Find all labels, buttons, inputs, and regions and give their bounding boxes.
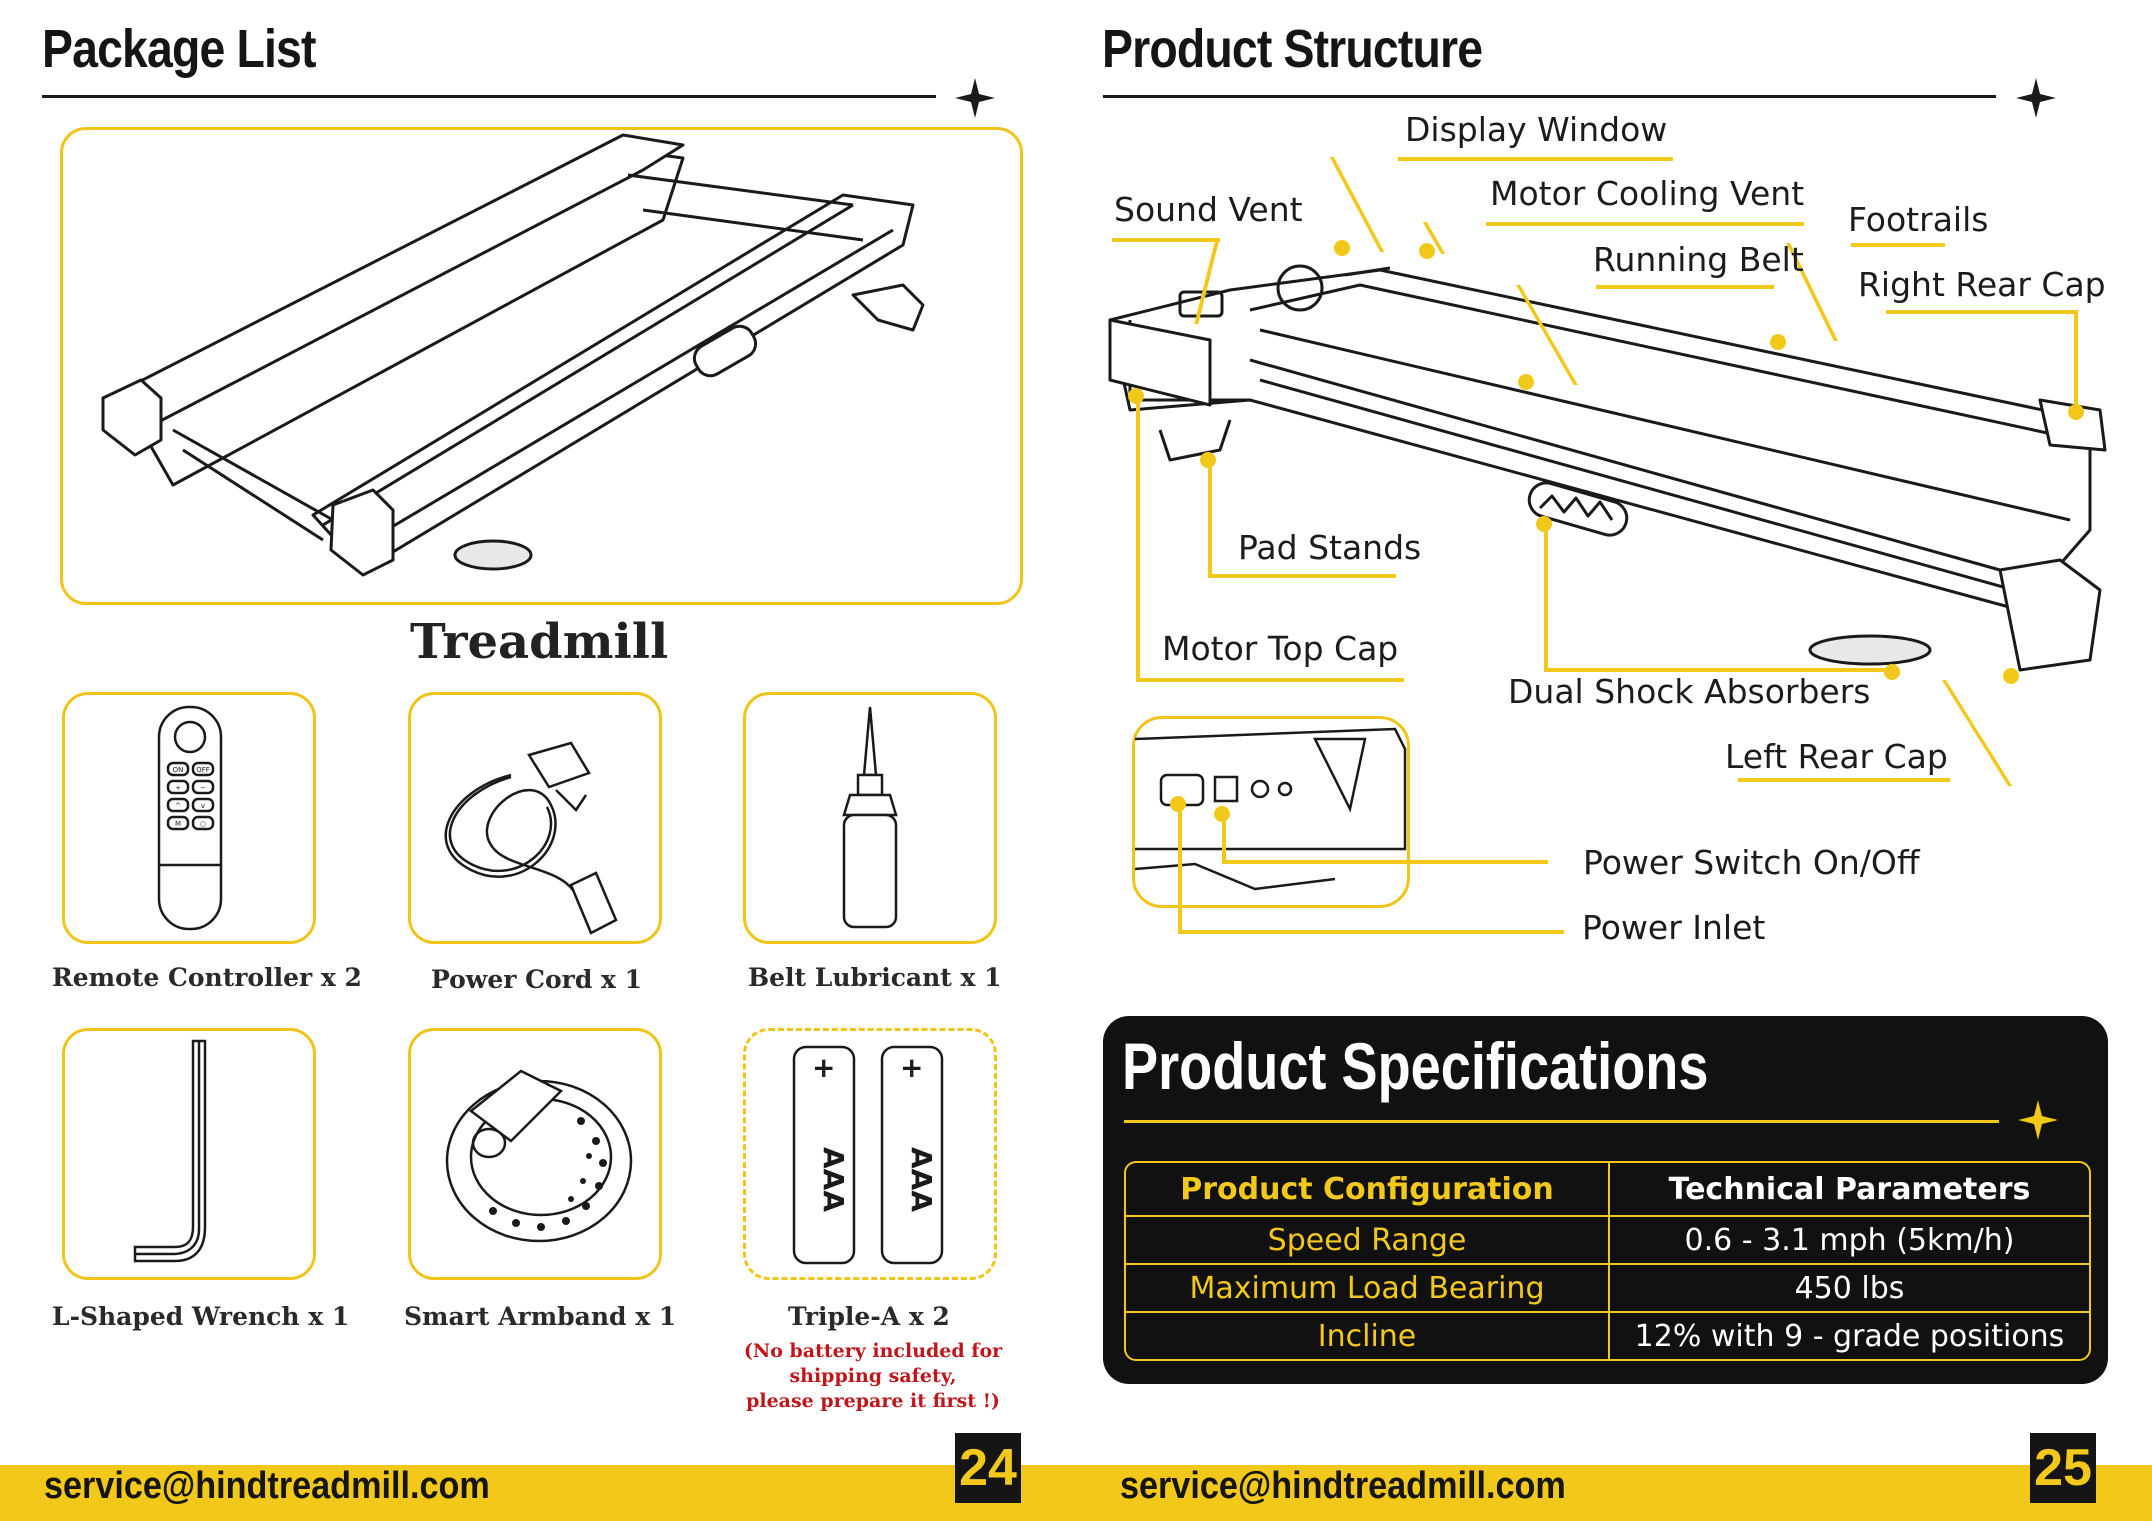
page-number-right: 25 [2030,1433,2096,1503]
remote-btn-label: ○ [200,820,206,828]
spec-title: Product Specifications [1122,1029,1709,1103]
wrench-frame [62,1028,316,1280]
callout-dot [1536,516,1552,532]
aaa-battery-icon: + + AAA AAA [792,1045,944,1265]
treadmill-label: Treadmill [410,614,669,670]
callout-dot [1200,452,1216,468]
callout-dot [1214,806,1230,822]
battery-text: AAA [817,1147,850,1212]
item-label: Smart Armband x 1 [404,1302,677,1331]
remote-btn-label: OFF [196,766,210,774]
spec-header-params: Technical Parameters [1610,1163,2089,1217]
belt-lubricant-frame [743,692,997,944]
remote-btn-label: − [200,784,206,792]
spec-panel [1103,1016,2108,1384]
remote-btn-label: ^ [175,802,181,810]
page-number-left: 24 [955,1433,1021,1503]
power-panel-icon [1134,727,1407,891]
product-structure-heading: Product Structure [1102,19,1483,79]
heading-rule [42,95,936,98]
callout-dot [1518,374,1534,390]
callout-power-switch: Power Switch On/Off [1583,843,1920,882]
item-label: Power Cord x 1 [431,965,643,994]
callout-left-rear-cap: Left Rear Cap [1725,737,1948,776]
callout-dot [2003,668,2019,684]
callout-sound-vent: Sound Vent [1114,190,1303,229]
armband-frame [408,1028,662,1280]
item-label: L-Shaped Wrench x 1 [52,1302,350,1331]
spec-header-config: Product Configuration [1126,1163,1610,1217]
email-link-left[interactable]: service@hindtreadmill.com [44,1465,490,1507]
footer-bar [0,1465,2152,1521]
sparkle-star-icon [2016,78,2056,118]
item-label: Remote Controller x 2 [52,963,362,992]
callout-power-inlet: Power Inlet [1582,908,1766,947]
spec-value: 12% with 9 - grade positions [1634,1318,2065,1354]
callout-pad-stands: Pad Stands [1238,528,1422,567]
callout-footrails: Footrails [1848,200,1989,239]
remote-btn-label: v [201,802,205,810]
callout-dual-shock-absorbers: Dual Shock Absorbers [1508,672,1871,711]
spec-header-row: Product Configuration Technical Paramete… [1126,1163,2089,1217]
battery-frame: + + AAA AAA [743,1028,997,1280]
callout-dot [1419,243,1435,259]
callout-dot [1334,240,1350,256]
spec-table: Product Configuration Technical Paramete… [1124,1161,2091,1361]
callout-display-window: Display Window [1405,110,1668,149]
callout-dot [1884,664,1900,680]
svg-text:+: + [900,1051,923,1084]
spec-row: Maximum Load Bearing 450 lbs [1126,1265,2089,1313]
item-label: Triple-A x 2 [788,1302,950,1331]
spec-value: 450 lbs [1610,1265,2089,1313]
callout-dot [1770,334,1786,350]
spec-row: Incline 12% with 9 - grade positions [1126,1313,2089,1359]
callout-dot [1170,796,1186,812]
remote-controller-icon: ON OFF + − ^ v M ○ [157,705,223,931]
remote-controller-frame: ON OFF + − ^ v M ○ [62,692,316,944]
spec-key: Speed Range [1126,1217,1610,1265]
armband-icon [445,1069,633,1243]
callout-running-belt: Running Belt [1593,240,1804,279]
spec-row: Speed Range 0.6 - 3.1 mph (5km/h) [1126,1217,2089,1265]
callout-motor-cooling-vent: Motor Cooling Vent [1490,174,1805,213]
svg-text:+: + [812,1051,835,1084]
l-wrench-icon [133,1039,207,1263]
treadmill-icon [101,133,925,577]
power-detail-frame [1132,716,1410,908]
spec-key: Incline [1126,1313,1610,1359]
power-cord-frame [408,692,662,944]
email-link-right[interactable]: service@hindtreadmill.com [1120,1465,1566,1507]
item-label: Belt Lubricant x 1 [748,963,1002,992]
sparkle-star-icon [2018,1100,2058,1140]
power-cord-icon [444,741,618,935]
battery-text: AAA [905,1147,938,1212]
spec-key: Maximum Load Bearing [1126,1265,1610,1313]
treadmill-image-frame [60,127,1023,605]
remote-btn-label: ON [173,766,184,774]
callout-dot [2068,404,2084,420]
remote-btn-label: M [175,820,181,828]
belt-lubricant-icon [842,706,898,929]
callout-right-rear-cap: Right Rear Cap [1858,265,2106,304]
package-list-heading: Package List [42,19,316,79]
heading-rule [1103,95,1996,98]
remote-btn-label: + [175,784,181,792]
callout-motor-top-cap: Motor Top Cap [1162,629,1399,668]
sparkle-star-icon [955,78,995,118]
treadmill-structure-drawing [1108,264,2107,672]
spec-value: 0.6 - 3.1 mph (5km/h) [1610,1217,2089,1265]
battery-note: (No battery included for shipping safety… [743,1340,1003,1412]
callout-dot [1128,388,1144,404]
